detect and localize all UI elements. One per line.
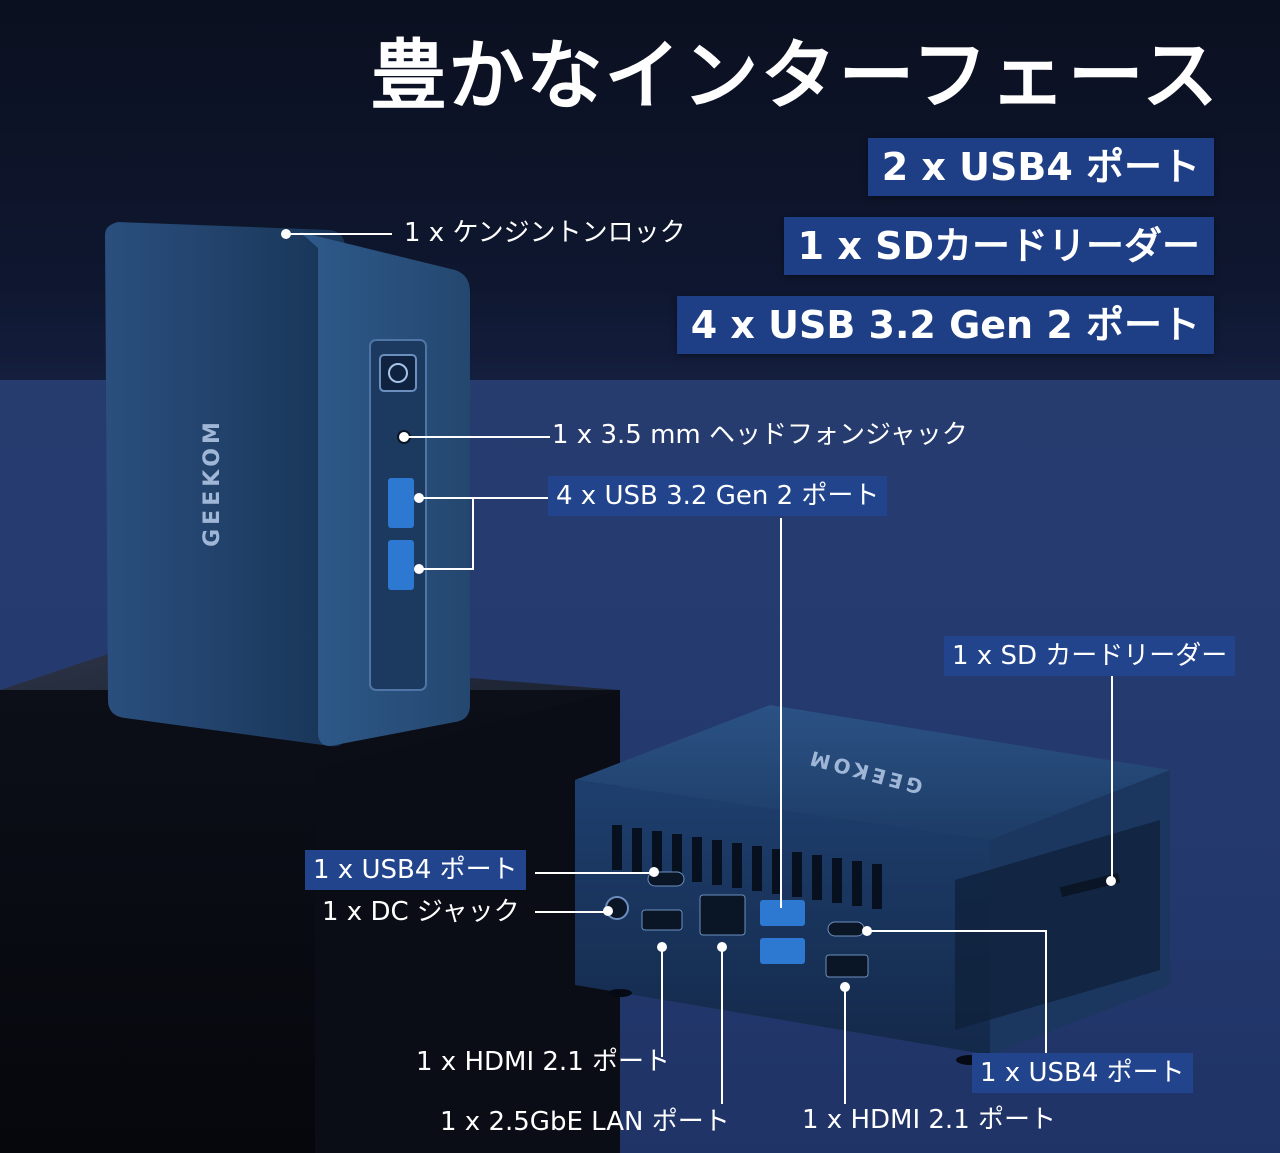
- callout-line: [867, 930, 1047, 932]
- callout-line: [1045, 930, 1047, 1072]
- callout-line: [286, 233, 392, 235]
- label-usb32-ports: 4 x USB 3.2 Gen 2 ポート: [548, 476, 888, 516]
- spec-badge-usb32: 4 x USB 3.2 Gen 2 ポート: [676, 296, 1214, 354]
- label-kensington-lock: 1 x ケンジントンロック: [404, 218, 686, 248]
- callout-line: [661, 947, 663, 1057]
- callout-dot: [1106, 876, 1116, 886]
- label-usb4-port-left: 1 x USB4 ポート: [305, 850, 526, 890]
- callout-dot: [603, 906, 613, 916]
- callout-line: [721, 947, 723, 1104]
- label-lan-port: 1 x 2.5GbE LAN ポート: [440, 1107, 730, 1137]
- label-sd-card-reader: 1 x SD カードリーダー: [944, 636, 1236, 676]
- callout-line: [419, 568, 474, 570]
- callout-line: [780, 518, 782, 908]
- brand-logo-standing: GEEKOM: [199, 418, 225, 547]
- callout-line: [472, 497, 474, 570]
- label-headphone-jack: 1 x 3.5 mm ヘッドフォンジャック: [552, 420, 968, 450]
- callout-line: [1111, 676, 1113, 881]
- page-title: 豊かなインターフェース: [370, 31, 1220, 120]
- callout-line: [419, 497, 549, 499]
- label-dc-jack: 1 x DC ジャック: [322, 897, 520, 927]
- spec-badge-sd: 1 x SDカードリーダー: [783, 217, 1214, 275]
- spec-badge-usb4: 2 x USB4 ポート: [867, 138, 1214, 196]
- callout-dot: [649, 867, 659, 877]
- callout-line: [844, 987, 846, 1104]
- label-hdmi-right: 1 x HDMI 2.1 ポート: [802, 1105, 1057, 1135]
- label-usb4-port-right: 1 x USB4 ポート: [972, 1053, 1193, 1093]
- callout-line: [535, 872, 653, 874]
- label-hdmi-left: 1 x HDMI 2.1 ポート: [416, 1047, 671, 1077]
- callout-line: [404, 436, 550, 438]
- callout-line: [535, 911, 607, 913]
